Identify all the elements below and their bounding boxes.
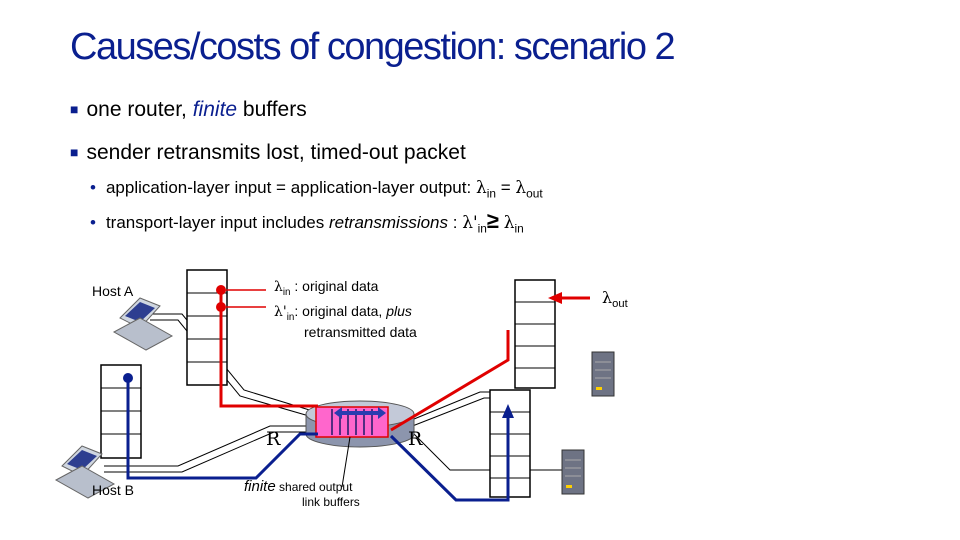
- lambda-symbol: λ: [602, 288, 613, 307]
- finite-buffers-label: finite shared output: [244, 478, 352, 495]
- red-flow-path: [219, 290, 590, 432]
- geq-symbol: ≥: [486, 208, 499, 233]
- router-right-label: R: [408, 428, 423, 450]
- host-a-label: Host A: [92, 283, 134, 299]
- bullet-finite-buffers: ■ one router, finite buffers: [70, 98, 307, 122]
- bullet-icon: ■: [70, 144, 79, 160]
- host-b-source-marker: [123, 373, 133, 383]
- server-bottom-icon: [561, 449, 585, 495]
- subbullet-text: transport-layer input includes: [105, 213, 329, 232]
- subbullet-text: :: [448, 213, 463, 232]
- subbullet-emphasis: retransmissions: [328, 213, 449, 232]
- finite-emphasis: finite: [244, 478, 276, 495]
- lambda-symbol: λ: [503, 213, 515, 233]
- lambda-symbol: λ': [274, 304, 287, 320]
- blue-arrow-icon: [502, 404, 514, 418]
- subbullet-app-layer: • application-layer input = application-l…: [90, 178, 543, 200]
- host-b-computer-icon: [54, 445, 116, 499]
- lambda-subscript: in: [286, 311, 295, 323]
- callout-line: [341, 436, 351, 488]
- bullet-dot-icon: •: [90, 213, 96, 232]
- lambda-symbol: λ': [462, 213, 478, 233]
- subbullet-transport-layer: • transport-layer input includes retransm…: [90, 208, 524, 235]
- receiver-bottom-buffer: [489, 389, 531, 498]
- lambda-subscript: out: [526, 186, 543, 201]
- lambda-subscript: in: [477, 221, 487, 236]
- host-a-computer-icon: [112, 297, 174, 351]
- bullet-text: one router,: [86, 98, 193, 121]
- lambda-subscript: out: [612, 298, 628, 311]
- link-buffers-label: link buffers: [302, 495, 360, 509]
- server-top-icon: [591, 351, 615, 397]
- bullet-text: sender retransmits lost, timed-out packe…: [86, 141, 466, 164]
- bullet-retransmits: ■ sender retransmits lost, timed-out pack…: [70, 141, 466, 165]
- lambda-symbol: λ: [515, 178, 527, 198]
- lambda-prime-label: λ'in: original data, plus: [274, 303, 412, 323]
- lambda-subscript: in: [282, 286, 291, 298]
- lambda-symbol: λ: [475, 178, 487, 198]
- lambda-subscript: in: [514, 221, 524, 236]
- bullet-text: buffers: [237, 98, 307, 121]
- lambda-in-label: λin : original data: [274, 278, 378, 298]
- receiver-top-buffer: [514, 279, 556, 389]
- router-left-label: R: [266, 428, 281, 450]
- retransmitted-data-label: retransmitted data: [304, 324, 417, 340]
- bullet-icon: ■: [70, 101, 79, 117]
- subbullet-text: application-layer input = application-la…: [105, 178, 476, 197]
- bullet-dot-icon: •: [90, 178, 96, 197]
- bullet-emphasis: finite: [192, 98, 238, 121]
- host-b-buffer: [100, 364, 142, 459]
- lambda-subscript: in: [486, 186, 496, 201]
- host-b-label: Host B: [92, 482, 135, 498]
- lambda-prime-marker: [216, 302, 226, 312]
- blue-flow-path: [126, 378, 510, 502]
- router-icon: [305, 400, 415, 448]
- lambda-in-marker: [216, 285, 226, 295]
- lambda-out-label: λout: [602, 288, 628, 310]
- lambda-in-text: : original data: [290, 278, 379, 294]
- lambda-prime-emphasis: plus: [386, 303, 412, 319]
- lambda-prime-text: : original data,: [294, 303, 387, 319]
- subbullet-text: =: [495, 178, 516, 197]
- finite-text: shared output: [275, 480, 353, 494]
- lambda-symbol: λ: [274, 279, 283, 295]
- lambda-out-arrow-icon: [548, 292, 562, 304]
- page-title: Causes/costs of congestion: scenario 2: [70, 26, 676, 68]
